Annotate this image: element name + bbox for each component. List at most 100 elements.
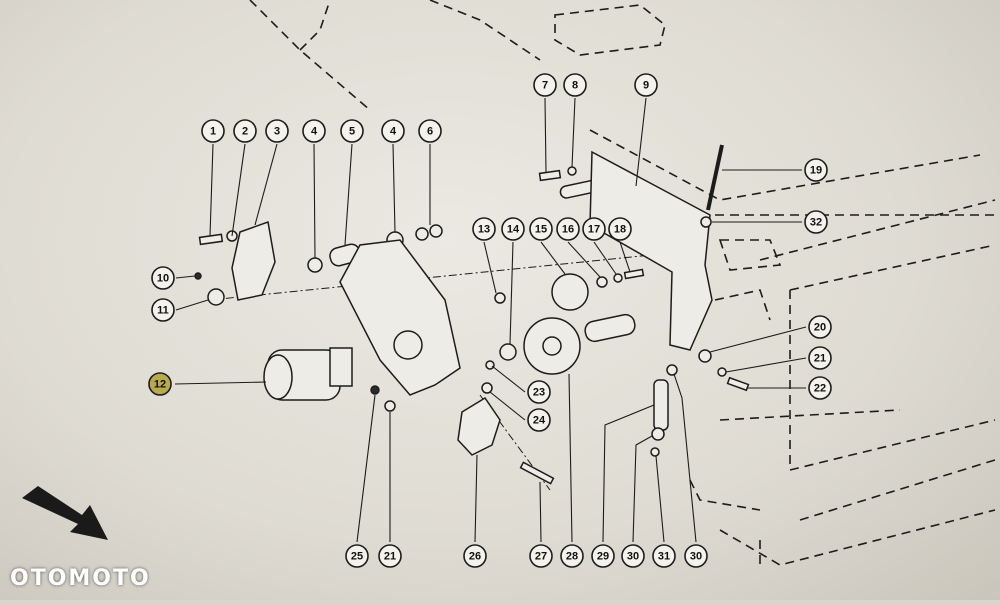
callout-circle (808, 376, 832, 400)
callout-17: 17 (582, 217, 606, 241)
callout-number: 9 (643, 80, 649, 92)
callout-number: 13 (478, 224, 490, 236)
callout-3: 3 (265, 119, 289, 143)
part-bushing-4 (307, 257, 323, 273)
callout-27: 27 (529, 544, 553, 568)
callout-29: 29 (591, 544, 615, 568)
part-nut-20 (698, 349, 712, 363)
callout-24: 24 (527, 408, 551, 432)
callout-circle (652, 544, 676, 568)
callout-circle (340, 119, 364, 143)
callout-number: 27 (535, 551, 547, 563)
callout-number: 21 (814, 353, 826, 365)
callout-number: 32 (810, 217, 822, 229)
part-spring-shaft (584, 313, 636, 343)
callout-circle (151, 266, 175, 290)
callout-number: 14 (507, 224, 520, 236)
axis-line (209, 249, 701, 301)
part-long-bolt-19 (706, 144, 724, 211)
part-bolt-22 (726, 376, 750, 392)
callout-8: 8 (563, 73, 587, 97)
callout-11: 11 (151, 298, 175, 322)
part-ring-6 (415, 227, 429, 241)
callout-14: 14 (501, 217, 525, 241)
part-nut-30b (666, 364, 678, 376)
callout-circle (302, 119, 326, 143)
callout-13: 13 (472, 217, 496, 241)
machine-outline (249, 0, 996, 566)
callout-number: 22 (814, 383, 826, 395)
callout-22: 22 (808, 376, 832, 400)
callout-number: 28 (566, 551, 578, 563)
callout-25: 25 (345, 544, 369, 568)
otomoto-watermark: OTOMOTO (10, 566, 151, 591)
callout-circle (527, 380, 551, 404)
callout-circle (684, 544, 708, 568)
callout-circle (808, 346, 832, 370)
callout-circle (804, 158, 828, 182)
callout-circle (501, 217, 525, 241)
callout-circle (148, 372, 172, 396)
callout-circle (808, 315, 832, 339)
callout-number: 29 (597, 551, 609, 563)
callout-circle (634, 73, 658, 97)
callout-number: 11 (157, 305, 169, 317)
callout-31: 31 (652, 544, 676, 568)
part-bolt-27 (519, 461, 555, 485)
callout-number: 31 (658, 551, 670, 563)
callout-number: 4 (311, 126, 318, 138)
callout-9: 9 (634, 73, 658, 97)
callout-2: 2 (233, 119, 257, 143)
callout-number: 8 (572, 80, 578, 92)
callout-21: 21 (808, 346, 832, 370)
callout-7: 7 (533, 73, 557, 97)
callout-circle (608, 217, 632, 241)
callout-16: 16 (556, 217, 580, 241)
callout-10: 10 (151, 266, 175, 290)
callout-circle (527, 408, 551, 432)
callout-circle (151, 298, 175, 322)
callout-circle (345, 544, 369, 568)
part-bolt-18 (623, 268, 645, 280)
part-washer-16 (596, 276, 608, 288)
callout-number: 16 (562, 224, 574, 236)
callout-circle (529, 217, 553, 241)
callout-number: 1 (210, 126, 216, 138)
part-bolt-7 (538, 169, 562, 182)
callout-number: 6 (427, 126, 433, 138)
part-nut-30 (651, 427, 665, 441)
callout-12: 12 (148, 372, 172, 396)
callout-number: 2 (242, 126, 248, 138)
part-washer-21 (717, 367, 727, 377)
part-plate-hole (393, 330, 423, 360)
callout-circle (233, 119, 257, 143)
callout-number: 23 (533, 387, 545, 399)
callout-number: 12 (154, 379, 166, 391)
part-plate-main (339, 239, 461, 396)
part-bolt-23 (485, 360, 495, 370)
callout-number: 26 (469, 551, 481, 563)
part-washer-14 (499, 343, 517, 361)
callout-number: 3 (274, 126, 280, 138)
part-nut-32 (700, 216, 712, 228)
callout-number: 20 (814, 322, 826, 334)
callout-circle (418, 119, 442, 143)
callout-32: 32 (804, 210, 828, 234)
callout-circle (381, 119, 405, 143)
part-sprocket-15 (551, 273, 589, 311)
part-motor-12 (263, 347, 353, 401)
callout-number: 19 (810, 165, 822, 177)
arrow-down-right-icon (22, 486, 108, 540)
callout-1: 1 (201, 119, 225, 143)
callout-circle (378, 544, 402, 568)
callout-number: 25 (351, 551, 363, 563)
callout-number: 18 (614, 224, 626, 236)
callout-30: 30 (684, 544, 708, 568)
callout-number: 30 (690, 551, 702, 563)
part-sprocket-hub (542, 336, 562, 356)
part-bracket-3 (231, 220, 276, 301)
callout-6: 6 (418, 119, 442, 143)
